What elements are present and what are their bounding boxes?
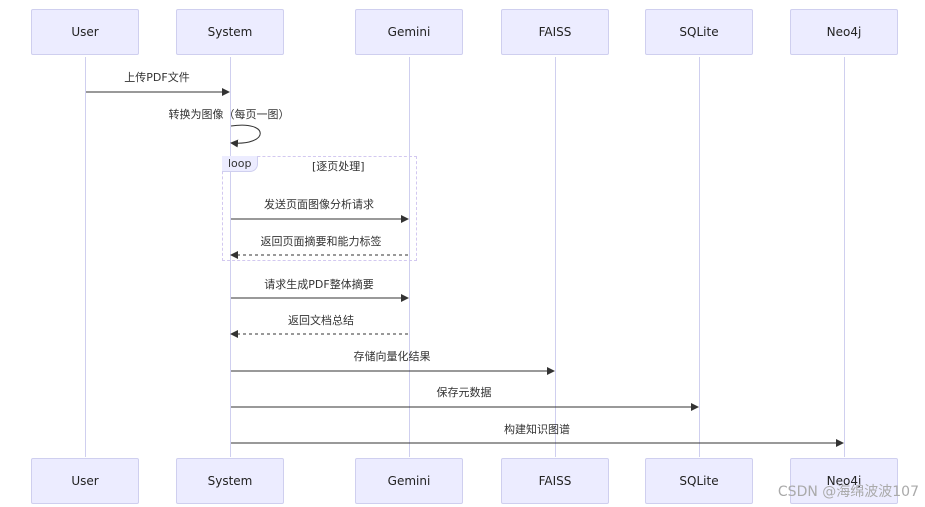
message-label: 保存元数据 [436,386,492,399]
participant-sqlite-top: SQLite [645,9,753,55]
message-label: 存储向量化结果 [353,350,431,363]
participant-label: Neo4j [826,474,862,488]
arrow-self-convert [230,124,261,148]
participant-label: System [207,474,253,488]
message-label: 转换为图像（每页一图） [168,108,290,121]
participant-label: FAISS [538,25,572,39]
message-label: 请求生成PDF整体摘要 [264,278,374,291]
participant-sqlite-bottom: SQLite [645,458,753,504]
participant-label: SQLite [679,474,719,488]
participant-system-bottom: System [176,458,284,504]
participant-label: SQLite [679,25,719,39]
lifeline-faiss [555,57,556,457]
participant-gemini-top: Gemini [355,9,463,55]
watermark: CSDN @海绵波波107 [777,484,919,500]
participant-label: Gemini [387,474,431,488]
message-label: 返回文档总结 [288,314,354,327]
participant-user-bottom: User [31,458,139,504]
participant-label: Gemini [387,25,431,39]
message-label: 发送页面图像分析请求 [264,198,374,211]
participant-label: User [71,25,99,39]
participant-faiss-bottom: FAISS [501,458,609,504]
message-label: 返回页面摘要和能力标签 [260,235,382,248]
loop-frame [222,156,417,261]
lifeline-gemini [409,57,410,457]
loop-label: loop [222,156,258,172]
lifeline-user [85,57,86,457]
participant-label: User [71,474,99,488]
message-label: 构建知识图谱 [504,423,570,436]
participant-label: Neo4j [826,25,862,39]
lifeline-sqlite [699,57,700,457]
loop-condition: [逐页处理] [312,160,365,173]
participant-faiss-top: FAISS [501,9,609,55]
participant-label: System [207,25,253,39]
participant-gemini-bottom: Gemini [355,458,463,504]
participant-label: FAISS [538,474,572,488]
participant-system-top: System [176,9,284,55]
lifeline-neo4j [844,57,845,457]
participant-neo4j-top: Neo4j [790,9,898,55]
participant-neo4j-bottom: Neo4j [790,458,898,504]
message-label: 上传PDF文件 [124,71,190,84]
participant-user-top: User [31,9,139,55]
